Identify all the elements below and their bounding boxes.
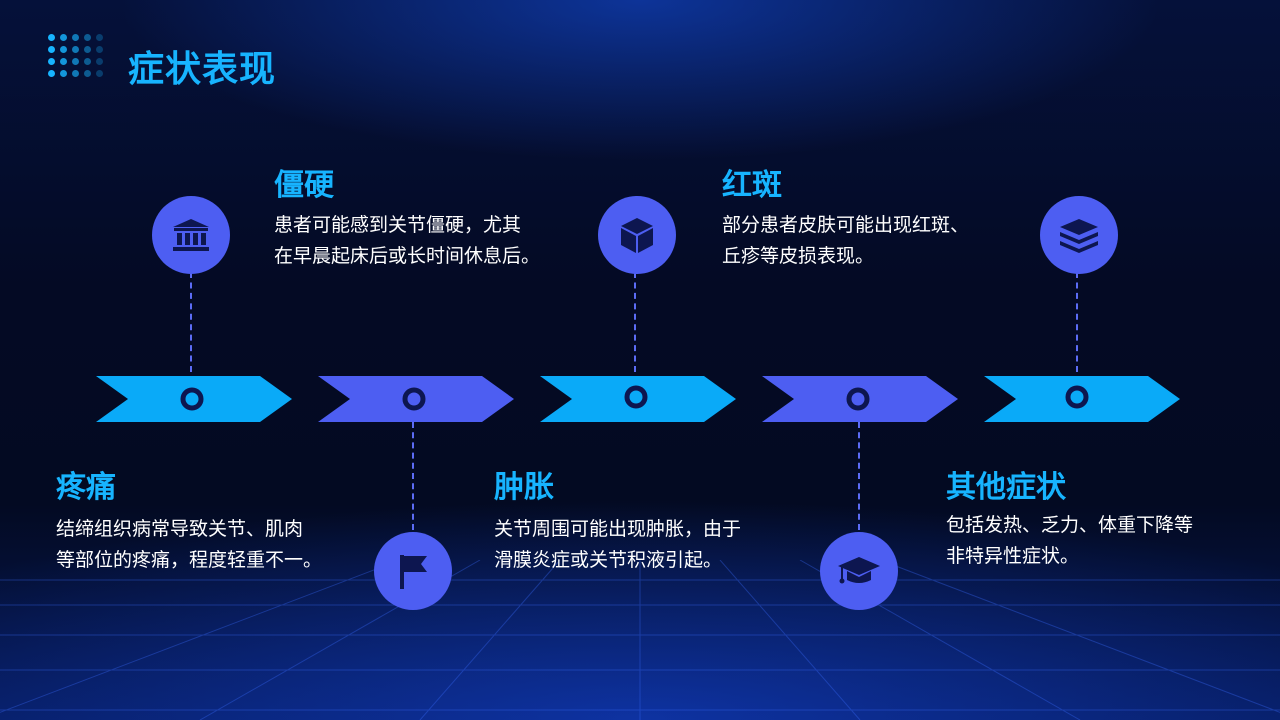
flag-icon [400, 555, 427, 589]
connector-line-3 [634, 272, 636, 372]
item-desc-line: 在早晨起床后或长时间休息后。 [274, 245, 541, 267]
decorative-dot [96, 34, 103, 41]
item-title-stiffness: 僵硬 [274, 168, 334, 203]
timeline-chevron-5 [984, 376, 1180, 422]
decorative-dot [96, 58, 103, 65]
connector-line-4 [858, 422, 860, 530]
item-title-erythema: 红斑 [722, 168, 782, 203]
connector-line-5 [1076, 272, 1078, 372]
decorative-dot [72, 46, 79, 53]
item-desc-line: 包括发热、乏力、体重下降等 [946, 514, 1194, 536]
floor-grid [0, 560, 1280, 720]
icon-circle-4 [820, 532, 898, 610]
decorative-dot [60, 58, 67, 65]
item-title-pain: 疼痛 [56, 470, 116, 505]
decorative-dot [60, 70, 67, 77]
item-desc-line: 关节周围可能出现肿胀，由于 [494, 518, 742, 540]
decorative-dot [72, 34, 79, 41]
decorative-dot [60, 34, 67, 41]
decorative-dot [72, 70, 79, 77]
item-desc-line: 部分患者皮肤可能出现红斑、 [722, 214, 970, 236]
icon-circle-2 [374, 532, 452, 610]
icon-circle-1 [152, 196, 230, 274]
decorative-dot [48, 46, 55, 53]
item-desc-line: 等部位的疼痛，程度轻重不一。 [56, 549, 323, 571]
connector-line-2 [412, 422, 414, 530]
decorative-dot [96, 70, 103, 77]
timeline-chevron-2 [318, 376, 514, 422]
item-desc-stiffness: 患者可能感到关节僵硬，尤其 在早晨起床后或长时间休息后。 [274, 210, 574, 272]
decorative-dot [84, 58, 91, 65]
decorative-dot [72, 58, 79, 65]
item-desc-erythema: 部分患者皮肤可能出现红斑、 丘疹等皮损表现。 [722, 210, 1022, 272]
bank-icon [173, 219, 209, 251]
item-desc-line: 非特异性症状。 [946, 545, 1080, 567]
decorative-dot [96, 46, 103, 53]
item-desc-line: 患者可能感到关节僵硬，尤其 [274, 214, 522, 236]
decorative-dot [84, 34, 91, 41]
decorative-dot [48, 58, 55, 65]
timeline-chevron-1 [96, 376, 292, 422]
decorative-dot [48, 70, 55, 77]
connector-line-1 [190, 272, 192, 372]
page-title: 症状表现 [128, 49, 277, 90]
icon-circle-5 [1040, 196, 1118, 274]
item-title-other-symptoms: 其他症状 [946, 470, 1066, 505]
item-desc-line: 结缔组织病常导致关节、肌肉 [56, 518, 304, 540]
graduation-cap-icon [838, 557, 880, 584]
layers-icon [1060, 219, 1098, 253]
timeline-chevron-3 [540, 376, 736, 422]
item-title-swelling: 肿胀 [494, 470, 554, 505]
decorative-dot-grid [48, 34, 104, 78]
timeline-chevron-4 [762, 376, 958, 422]
decorative-dot [60, 46, 67, 53]
decorative-dot [84, 70, 91, 77]
item-desc-line: 滑膜炎症或关节积液引起。 [494, 549, 723, 571]
item-desc-swelling: 关节周围可能出现肿胀，由于 滑膜炎症或关节积液引起。 [494, 514, 794, 576]
icon-circle-3 [598, 196, 676, 274]
item-desc-other-symptoms: 包括发热、乏力、体重下降等 非特异性症状。 [946, 510, 1246, 572]
cube-icon [621, 218, 653, 253]
decorative-dot [48, 34, 55, 41]
item-desc-line: 丘疹等皮损表现。 [722, 245, 875, 267]
item-desc-pain: 结缔组织病常导致关节、肌肉 等部位的疼痛，程度轻重不一。 [56, 514, 356, 576]
decorative-dot [84, 46, 91, 53]
